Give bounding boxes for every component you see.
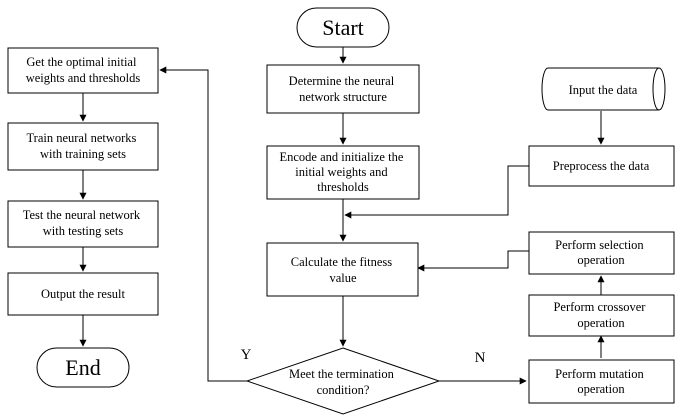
selection-label: Perform selection operation xyxy=(555,238,647,267)
termination-label: Meet the termination condition? xyxy=(289,367,397,397)
fitness-box: Calculate the fitness value xyxy=(266,242,419,297)
selection-box: Perform selection operation xyxy=(528,231,675,275)
end-label: End xyxy=(65,355,100,380)
determine-structure-label: Determine the neural network structure xyxy=(289,74,398,104)
crossover-label: Perform crossover operation xyxy=(553,300,648,330)
arrow-preprocess-to-merge xyxy=(344,165,529,219)
optimal-weights-label: Get the optimal initial weights and thre… xyxy=(26,55,141,85)
arrow-meet-to-optimal xyxy=(159,66,247,382)
yes-label: Y xyxy=(241,347,252,363)
connectors xyxy=(79,47,605,385)
train-box: Train neural networks with training sets xyxy=(7,122,159,171)
input-data-label: Input the data xyxy=(569,83,638,97)
test-box: Test the neural network with testing set… xyxy=(7,200,159,248)
crossover-box: Perform crossover operation xyxy=(528,294,675,337)
output-label: Output the result xyxy=(41,287,126,301)
encode-initialize-box: Encode and initialize the initial weight… xyxy=(266,145,420,200)
end-node: End xyxy=(36,347,130,388)
encode-initialize-label: Encode and initialize the initial weight… xyxy=(279,150,406,194)
start-node: Start xyxy=(296,7,390,48)
preprocess-box: Preprocess the data xyxy=(528,145,675,187)
optimal-weights-box: Get the optimal initial weights and thre… xyxy=(7,47,159,94)
termination-decision: Meet the termination condition? xyxy=(245,347,441,415)
output-box: Output the result xyxy=(7,272,159,316)
start-label: Start xyxy=(322,15,364,40)
no-label: N xyxy=(475,350,486,366)
determine-structure-box: Determine the neural network structure xyxy=(266,64,420,114)
input-data-node: Input the data xyxy=(541,67,666,111)
test-label: Test the neural network with testing set… xyxy=(23,208,144,238)
train-label: Train neural networks with training sets xyxy=(26,131,139,161)
fitness-label: Calculate the fitness value xyxy=(291,255,395,285)
mutation-box: Perform mutation operation xyxy=(528,359,675,404)
arrow-selection-to-fitness xyxy=(417,250,529,272)
mutation-label: Perform mutation operation xyxy=(555,367,647,396)
preprocess-label: Preprocess the data xyxy=(553,159,650,173)
